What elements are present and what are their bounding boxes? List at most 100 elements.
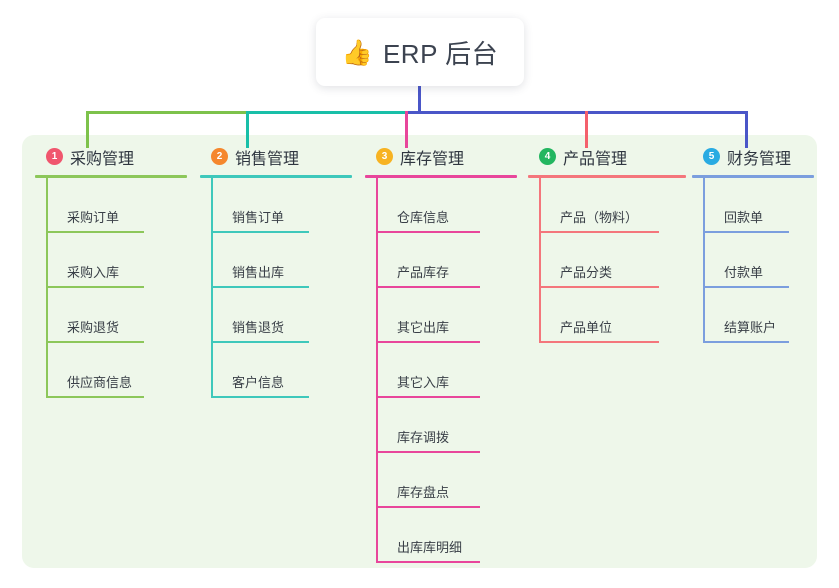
branch-item-rule	[541, 286, 659, 288]
branch-item[interactable]: 产品单位	[539, 288, 686, 343]
branch-item[interactable]: 产品（物料）	[539, 178, 686, 233]
branch-item[interactable]: 销售订单	[211, 178, 352, 233]
branch-item[interactable]: 销售退货	[211, 288, 352, 343]
branch-item-label: 库存盘点	[397, 485, 450, 500]
branch-number-badge: 3	[376, 148, 393, 165]
drop-product	[585, 111, 588, 148]
branch-item-rule	[213, 231, 309, 233]
branch-title: 财务管理	[727, 150, 792, 168]
branch-item-rule	[378, 506, 480, 508]
bus-teal	[246, 111, 406, 114]
root-node[interactable]: 👍 ERP 后台	[316, 18, 524, 86]
root-stem	[418, 83, 421, 113]
branch-item-rule	[48, 286, 144, 288]
branch-item-label: 其它入库	[397, 375, 450, 390]
branch-item-label: 销售订单	[232, 210, 285, 225]
branch-item[interactable]: 销售出库	[211, 233, 352, 288]
branch-item[interactable]: 回款单	[703, 178, 814, 233]
branch-3: 3 库存管理仓库信息产品库存其它出库其它入库库存调拨库存盘点出库库明细	[365, 143, 517, 563]
branch-spine	[539, 178, 541, 343]
branch-item-label: 付款单	[724, 265, 764, 280]
branch-item-rule	[48, 341, 144, 343]
branch-item-label: 采购入库	[67, 265, 120, 280]
branch-item[interactable]: 其它入库	[376, 343, 517, 398]
branch-header[interactable]: 5 财务管理	[692, 143, 814, 170]
branch-spine	[376, 178, 378, 563]
branch-item-rule	[705, 286, 789, 288]
drop-sales	[246, 111, 249, 148]
branch-spine	[703, 178, 705, 343]
branch-title: 产品管理	[563, 150, 628, 168]
thumbs-up-icon: 👍	[341, 38, 373, 67]
branch-item-label: 供应商信息	[67, 375, 133, 390]
branch-item-list: 采购订单采购入库采购退货供应商信息	[46, 178, 187, 398]
branch-header[interactable]: 4 产品管理	[528, 143, 686, 170]
branch-item-rule	[378, 396, 480, 398]
branch-item-rule	[378, 451, 480, 453]
branch-underline	[692, 175, 814, 178]
branch-header[interactable]: 2 销售管理	[200, 143, 352, 170]
branch-item-label: 回款单	[724, 210, 764, 225]
branch-number-badge: 5	[703, 148, 720, 165]
root-title: ERP 后台	[382, 38, 499, 69]
branch-item-label: 销售退货	[232, 320, 285, 335]
branch-item-label: 产品（物料）	[560, 210, 639, 225]
branch-item[interactable]: 付款单	[703, 233, 814, 288]
branch-item[interactable]: 结算账户	[703, 288, 814, 343]
branch-item-label: 产品分类	[560, 265, 613, 280]
branch-item-label: 仓库信息	[397, 210, 450, 225]
branch-spine	[211, 178, 213, 398]
branch-item-rule	[705, 341, 789, 343]
branch-item[interactable]: 采购订单	[46, 178, 187, 233]
branch-title: 库存管理	[400, 150, 465, 168]
drop-inventory	[405, 111, 408, 148]
branch-4: 4 产品管理产品（物料） 产品分类产品单位	[528, 143, 686, 343]
branch-item[interactable]: 其它出库	[376, 288, 517, 343]
branch-item-rule	[705, 231, 789, 233]
branch-item-rule	[213, 286, 309, 288]
branch-item[interactable]: 采购入库	[46, 233, 187, 288]
branch-item[interactable]: 仓库信息	[376, 178, 517, 233]
bus-green	[86, 111, 247, 114]
branch-header[interactable]: 3 库存管理	[365, 143, 517, 170]
branch-spine	[46, 178, 48, 398]
branch-item[interactable]: 库存调拨	[376, 398, 517, 453]
branch-item-rule	[213, 396, 309, 398]
branch-item[interactable]: 库存盘点	[376, 453, 517, 508]
branch-underline	[365, 175, 517, 178]
branch-number-badge: 2	[211, 148, 228, 165]
branch-number-badge: 4	[539, 148, 556, 165]
branch-item-label: 产品单位	[560, 320, 613, 335]
branch-item-label: 客户信息	[232, 375, 285, 390]
branch-item-rule	[378, 341, 480, 343]
drop-purchase	[86, 111, 89, 148]
branch-item-rule	[213, 341, 309, 343]
branch-item-rule	[378, 231, 480, 233]
branch-item-rule	[48, 231, 144, 233]
branches-panel	[22, 135, 817, 568]
branch-item-label: 结算账户	[724, 320, 777, 335]
branch-item[interactable]: 供应商信息	[46, 343, 187, 398]
branch-item-label: 产品库存	[397, 265, 450, 280]
branch-item[interactable]: 出库库明细	[376, 508, 517, 563]
branch-item[interactable]: 产品库存	[376, 233, 517, 288]
branch-number-badge: 1	[46, 148, 63, 165]
branch-item-rule	[378, 561, 480, 563]
branch-item-label: 其它出库	[397, 320, 450, 335]
branch-underline	[528, 175, 686, 178]
branch-item-label: 库存调拨	[397, 430, 450, 445]
branch-item[interactable]: 客户信息	[211, 343, 352, 398]
branch-5: 5 财务管理回款单付款单结算账户	[692, 143, 814, 343]
branch-underline	[35, 175, 187, 178]
branch-title: 销售管理	[235, 150, 300, 168]
branch-underline	[200, 175, 352, 178]
branch-item-rule	[378, 286, 480, 288]
branch-item[interactable]: 产品分类	[539, 233, 686, 288]
branch-item-label: 采购订单	[67, 210, 120, 225]
branch-item-list: 仓库信息产品库存其它出库其它入库库存调拨库存盘点出库库明细	[376, 178, 517, 563]
branch-item[interactable]: 采购退货	[46, 288, 187, 343]
branch-item-label: 出库库明细	[397, 540, 463, 555]
